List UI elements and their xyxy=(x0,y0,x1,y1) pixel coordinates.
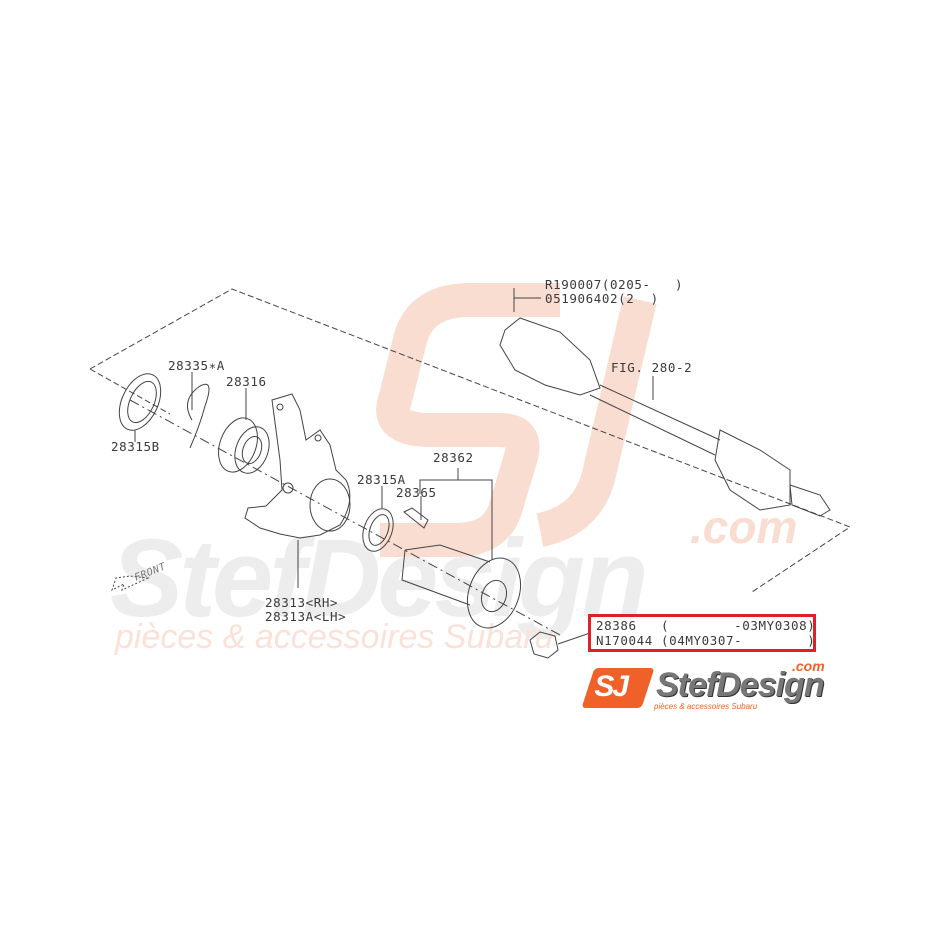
hub-flange-icon xyxy=(466,557,522,629)
nut-callout-highlight xyxy=(588,614,816,652)
logo-badge-text: SJ xyxy=(594,670,628,703)
shaft-spline-icon xyxy=(789,484,831,517)
part-label-28335a: 28335∗A xyxy=(168,358,225,373)
assembly-outline xyxy=(89,288,852,593)
seal-28315a-icon xyxy=(362,508,394,552)
logo-badge: SJ xyxy=(581,668,655,708)
part-label-28316: 28316 xyxy=(226,374,267,389)
part-label-28365: 28365 xyxy=(396,485,437,500)
watermark-tagline: pièces & accessoires Subaru xyxy=(115,618,554,656)
part-label-28315b: 28315B xyxy=(111,439,160,454)
nut-callout-line2: N170044 (04MY0307- ) xyxy=(596,633,816,648)
fig-reference-label: FIG. 280-2 xyxy=(611,360,693,375)
watermark-domain: .com xyxy=(690,501,798,553)
part-label-28313-rh: 28313<RH> xyxy=(265,595,339,610)
boot-band-label-line1: R190007(0205- ) xyxy=(545,277,684,292)
logo-tagline: pièces & accessoires Subaru xyxy=(654,702,758,711)
logo-domain: .com xyxy=(792,658,825,674)
nut-callout-line1: 28386 ( -03MY0308) xyxy=(596,618,816,633)
outboard-boot-icon xyxy=(714,429,791,511)
logo-name: StefDesign xyxy=(656,666,825,704)
part-label-28362: 28362 xyxy=(433,450,474,465)
watermark-brand: StefDesign xyxy=(110,517,649,640)
boot-band-label-line2: 051906402(2 ) xyxy=(545,291,659,306)
knuckle-icon xyxy=(244,393,351,539)
front-arrow-icon xyxy=(111,575,150,591)
seal-28315b-icon xyxy=(118,373,162,431)
hub-nut-icon xyxy=(529,631,559,659)
brand-logo: SJ StefDesign .com pièces & accessoires … xyxy=(581,658,848,718)
part-label-28315a: 28315A xyxy=(357,472,406,487)
part-label-28313a-lh: 28313A<LH> xyxy=(265,609,347,624)
bearing-icon xyxy=(218,417,258,473)
inboard-boot-icon xyxy=(499,317,601,396)
snap-ring-icon xyxy=(187,383,210,449)
hub-bolt-icon xyxy=(403,507,429,529)
